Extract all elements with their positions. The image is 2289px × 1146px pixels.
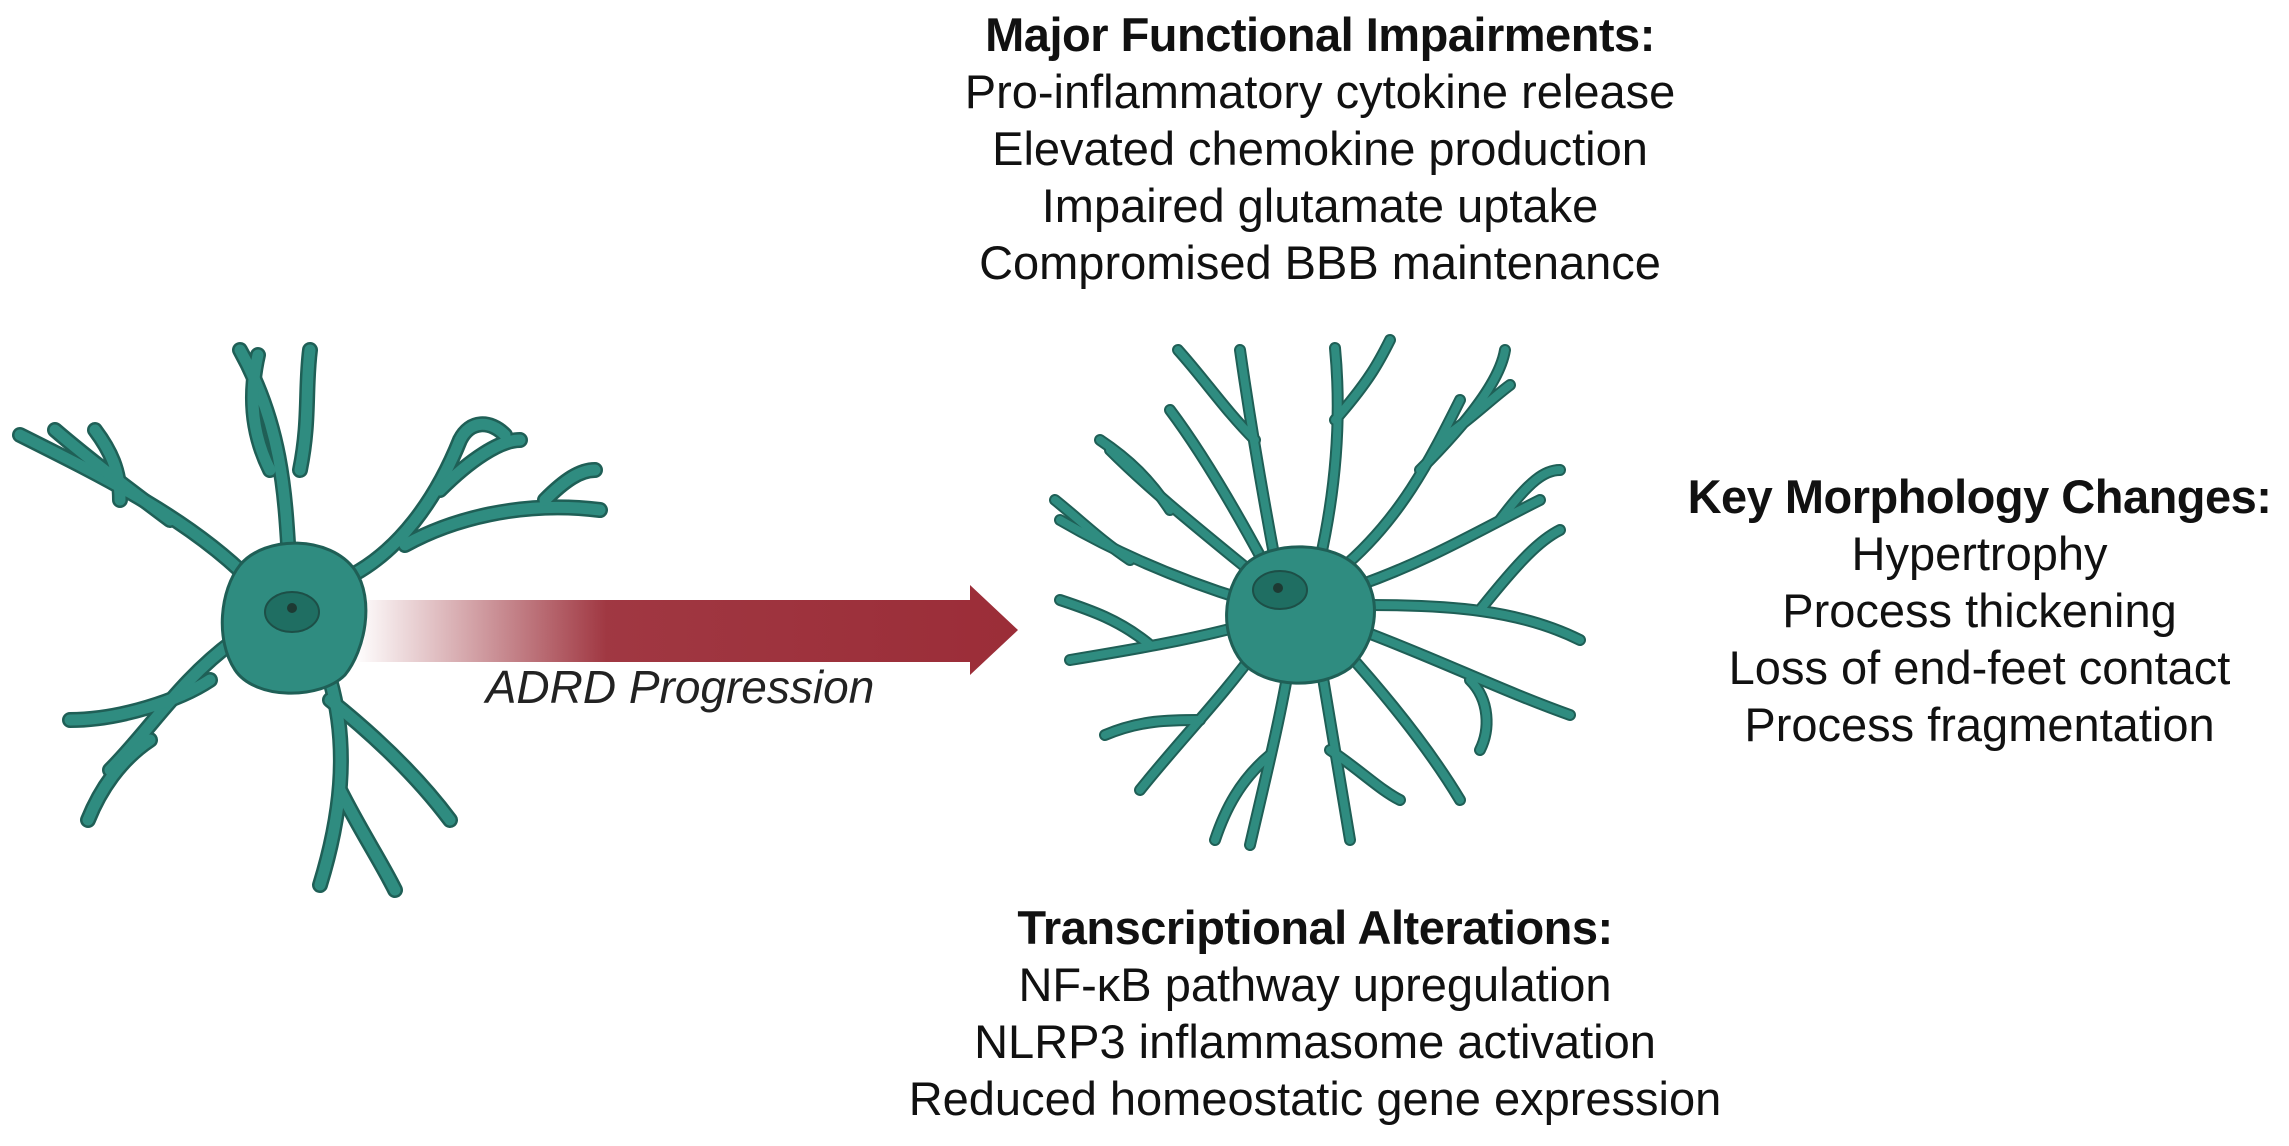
- transcriptional-alteration-item: NLRP3 inflammasome activation: [974, 1015, 1656, 1068]
- reactive-nucleolus: [1273, 583, 1283, 593]
- transcriptional-alterations-heading: Transcriptional Alterations:: [1017, 901, 1613, 954]
- arrow-shaft: [355, 585, 1018, 675]
- healthy-nucleolus: [287, 603, 297, 613]
- functional-impairment-item: Compromised BBB maintenance: [979, 236, 1661, 289]
- functional-impairment-item: Impaired glutamate uptake: [1041, 179, 1599, 232]
- transcriptional-alteration-item: Reduced homeostatic gene expression: [908, 1072, 1722, 1125]
- functional-impairment-item: Pro-inflammatory cytokine release: [964, 65, 1676, 118]
- functional-impairment-item: Elevated chemokine production: [992, 122, 1648, 175]
- morphology-change-item: Loss of end-feet contact: [1728, 641, 2231, 694]
- progression-arrow: [355, 585, 1018, 675]
- morphology-change-item: Process fragmentation: [1744, 698, 2215, 751]
- reactive-soma: [1225, 545, 1376, 685]
- morphology-change-item: Process thickening: [1782, 584, 2177, 637]
- transcriptional-alterations-block: Transcriptional Alterations: NF-κB pathw…: [840, 899, 1790, 1127]
- morphology-change-item: Hypertrophy: [1851, 527, 2108, 580]
- reactive-astrocyte: [1049, 334, 1586, 851]
- functional-impairments-block: Major Functional Impairments: Pro-inflam…: [880, 6, 1760, 291]
- arrow-label: ADRD Progression: [485, 661, 875, 713]
- transcriptional-alteration-item: NF-κB pathway upregulation: [1018, 958, 1612, 1011]
- morphology-changes-heading: Key Morphology Changes:: [1687, 470, 2272, 523]
- morphology-changes-block: Key Morphology Changes: Hypertrophy Proc…: [1670, 468, 2289, 753]
- functional-impairments-heading: Major Functional Impairments:: [985, 8, 1655, 61]
- healthy-astrocyte: [12, 342, 608, 898]
